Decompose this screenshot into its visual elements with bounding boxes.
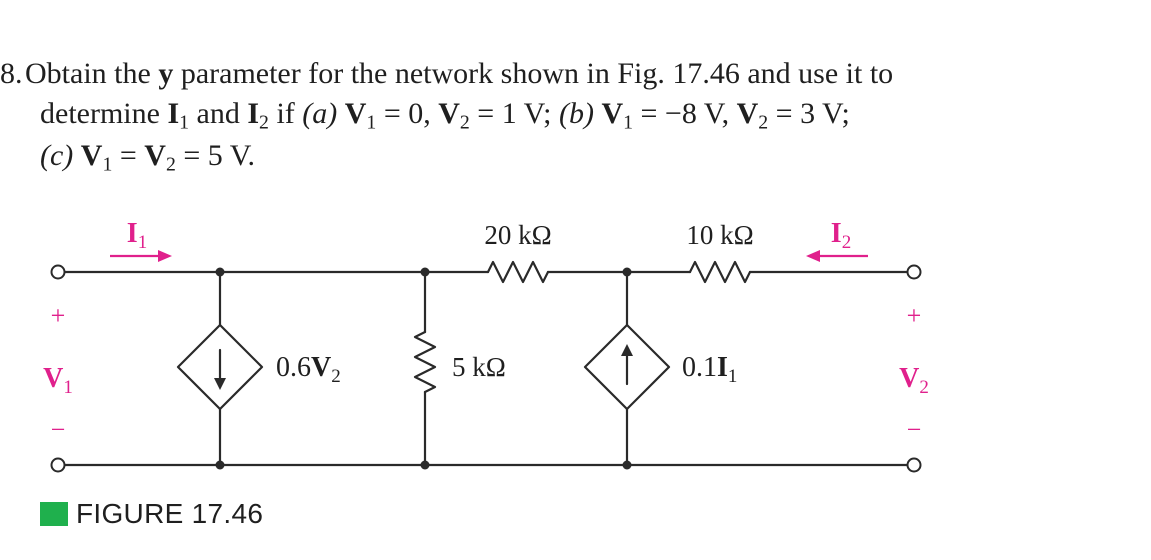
minus-sign-port2: − — [907, 415, 922, 444]
junction-dot — [420, 267, 430, 277]
minus-sign-port1: − — [51, 415, 66, 444]
terminal-port2-top — [906, 264, 922, 280]
label-10k: 10 kΩ — [686, 220, 753, 250]
problem-line-1: 8. Obtain the y parameter for the networ… — [0, 57, 894, 90]
figure-caption: FIGURE 17.46 — [40, 498, 263, 530]
terminal-port2-bottom — [906, 457, 922, 473]
label-dep-source-2: 0.1I1 — [682, 352, 737, 387]
label-20k: 20 kΩ — [484, 220, 551, 250]
plus-sign-port1: + — [51, 301, 66, 330]
terminal-port1-top — [50, 264, 66, 280]
problem-statement: 8. Obtain the y parameter for the networ… — [0, 0, 1151, 200]
label-i2: I2 — [831, 218, 851, 253]
junction-dot — [215, 460, 225, 470]
circuit-diagram: I1 I2 + + V1 V2 − − 20 kΩ 10 kΩ 5 kΩ 0.6… — [43, 218, 929, 473]
label-v2: V2 — [899, 363, 929, 398]
terminal-port1-bottom — [50, 457, 66, 473]
problem-line-2: determine I1 and I2 if (a) V1 = 0, V2 = … — [40, 97, 850, 134]
junction-dot — [215, 267, 225, 277]
figure-label: FIGURE 17.46 — [76, 498, 264, 529]
caption-square-icon — [40, 502, 68, 526]
label-5k: 5 kΩ — [452, 352, 506, 382]
problem-number: 8. — [0, 57, 23, 90]
resistor-5k — [413, 330, 437, 394]
label-i1: I1 — [127, 218, 147, 253]
junction-dot — [622, 267, 632, 277]
resistor-10k — [688, 260, 752, 284]
problem-line-3: (c) V1 = V2 = 5 V. — [40, 139, 256, 176]
label-dep-source-1: 0.6V2 — [276, 352, 341, 387]
label-v1: V1 — [43, 363, 73, 398]
resistor-20k — [486, 260, 550, 284]
junction-dot — [420, 460, 430, 470]
junction-dot — [622, 460, 632, 470]
plus-sign-port2: + — [907, 301, 922, 330]
